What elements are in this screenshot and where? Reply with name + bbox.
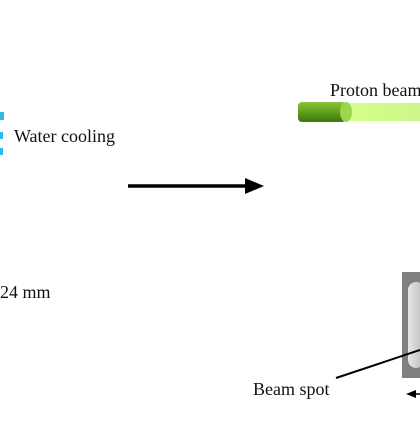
target-holder (402, 272, 420, 378)
proton-beam-label: Proton beam (330, 80, 420, 100)
beam-spot-label: Beam spot (253, 379, 330, 399)
water-cooling-icon (0, 112, 4, 155)
proton-beam-graphic (298, 102, 420, 122)
dimension-arrow-icon (406, 390, 416, 398)
dimension-label: 24 mm (0, 282, 51, 302)
beam-spot-pointer (335, 349, 420, 379)
process-arrow (128, 178, 264, 194)
water-cooling-label: Water cooling (14, 126, 116, 146)
